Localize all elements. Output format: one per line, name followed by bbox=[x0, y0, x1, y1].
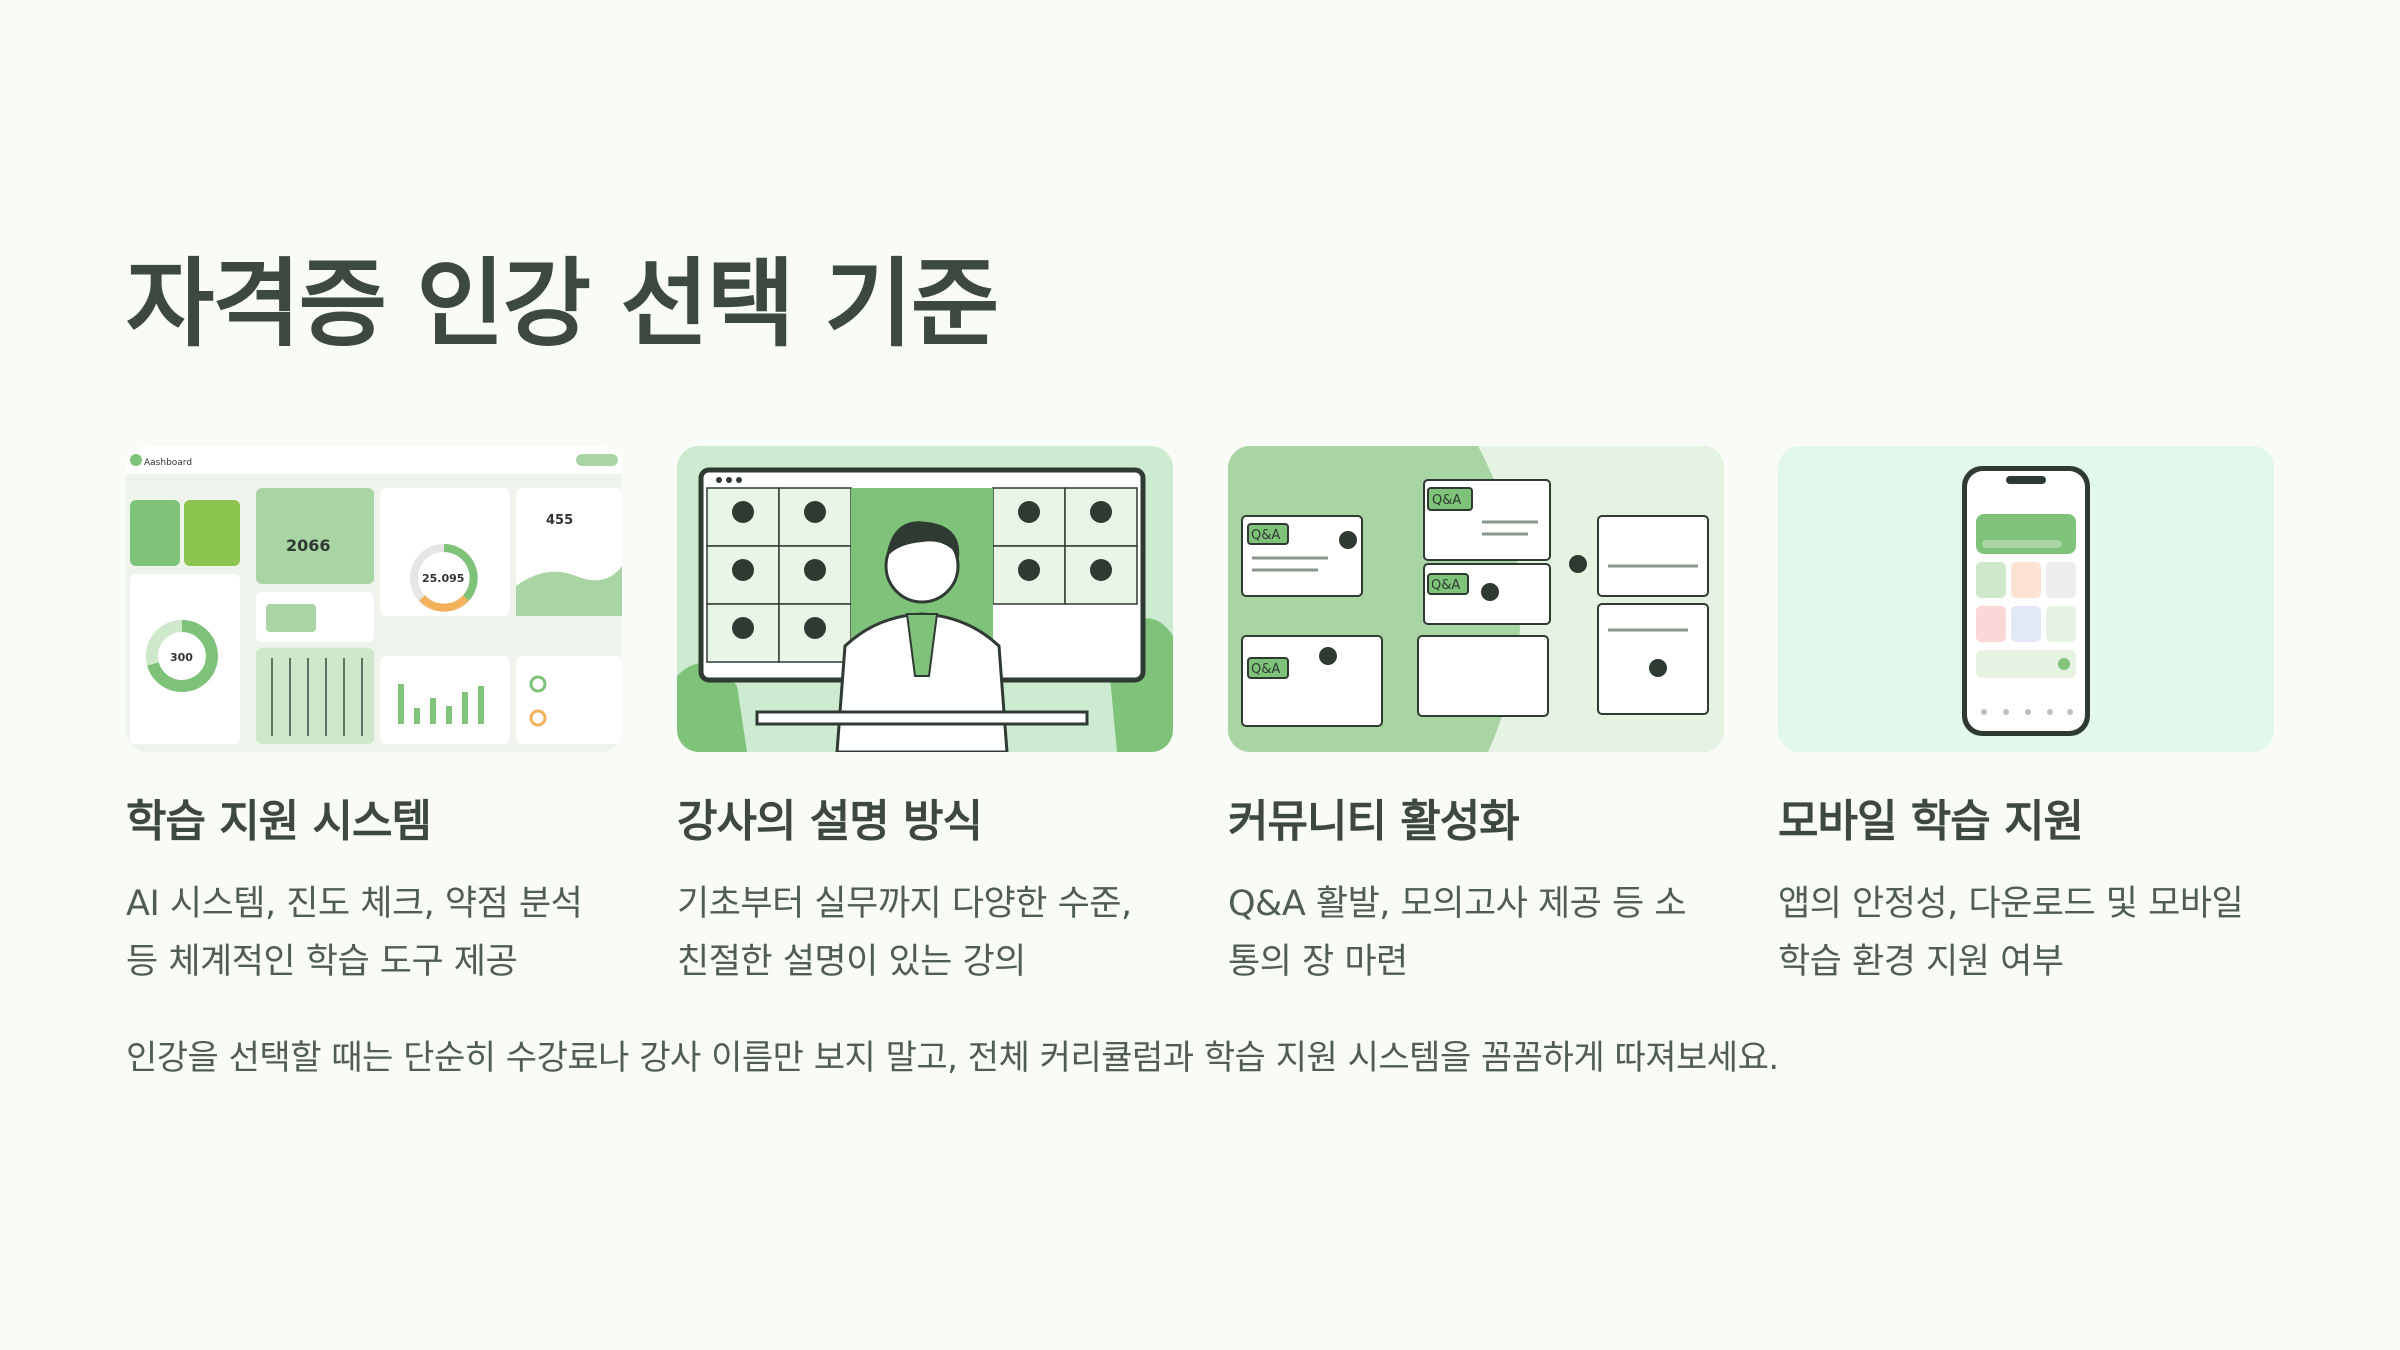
dashboard-big-stat: 2066 bbox=[286, 536, 331, 555]
card-description: 기초부터 실무까지 다양한 수준, 친절한 설명이 있는 강의 bbox=[677, 875, 1173, 991]
qa-label: Q&A bbox=[1432, 493, 1461, 508]
community-illustration: Q&A Q&A Q&A Q&A bbox=[1228, 446, 1724, 752]
card-description-line: 앱의 안정성, 다운로드 및 모바일 bbox=[1778, 883, 2244, 924]
mobile-phone-illustration bbox=[1778, 446, 2274, 752]
card-description-line: 친절한 설명이 있는 강의 bbox=[677, 941, 1026, 982]
dashboard-illustration: Aashboard 300 2066 bbox=[126, 446, 622, 752]
page-title: 자격증 인강 선택 기준 bbox=[126, 248, 999, 360]
dashboard-app-name: Aashboard bbox=[144, 458, 192, 468]
card-description-line: 등 체계적인 학습 도구 제공 bbox=[126, 941, 518, 982]
card-description-line: AI 시스템, 진도 체크, 약점 분석 bbox=[126, 883, 583, 924]
card-description-line: Q&A 활발, 모의고사 제공 등 소 bbox=[1228, 883, 1687, 924]
qa-label: Q&A bbox=[1251, 662, 1280, 677]
card-community: Q&A Q&A Q&A Q&A bbox=[1228, 446, 1724, 991]
card-description: AI 시스템, 진도 체크, 약점 분석 등 체계적인 학습 도구 제공 bbox=[126, 875, 622, 991]
card-instructor-style: 강사의 설명 방식 기초부터 실무까지 다양한 수준, 친절한 설명이 있는 강… bbox=[677, 446, 1173, 991]
card-learning-support: Aashboard 300 2066 bbox=[126, 446, 622, 991]
card-description-line: 통의 장 마련 bbox=[1228, 941, 1408, 982]
qa-label: Q&A bbox=[1431, 578, 1460, 593]
footer-note: 인강을 선택할 때는 단순히 수강료나 강사 이름만 보지 말고, 전체 커리큘… bbox=[126, 1038, 1779, 1078]
card-description: Q&A 활발, 모의고사 제공 등 소 통의 장 마련 bbox=[1228, 875, 1724, 991]
card-title: 강사의 설명 방식 bbox=[677, 796, 983, 847]
card-description-line: 기초부터 실무까지 다양한 수준, bbox=[677, 883, 1132, 924]
donut-value: 25.095 bbox=[422, 572, 464, 585]
qa-label: Q&A bbox=[1251, 528, 1280, 543]
card-description: 앱의 안정성, 다운로드 및 모바일 학습 환경 지원 여부 bbox=[1778, 875, 2274, 991]
dashboard-counter: 455 bbox=[546, 513, 573, 528]
card-title: 학습 지원 시스템 bbox=[126, 796, 432, 847]
card-mobile-learning: 모바일 학습 지원 앱의 안정성, 다운로드 및 모바일 학습 환경 지원 여부 bbox=[1778, 446, 2274, 991]
instructor-illustration bbox=[677, 446, 1173, 752]
card-title: 모바일 학습 지원 bbox=[1778, 796, 2084, 847]
donut-small-value: 300 bbox=[170, 651, 193, 664]
card-description-line: 학습 환경 지원 여부 bbox=[1778, 941, 2064, 982]
card-title: 커뮤니티 활성화 bbox=[1228, 796, 1520, 847]
